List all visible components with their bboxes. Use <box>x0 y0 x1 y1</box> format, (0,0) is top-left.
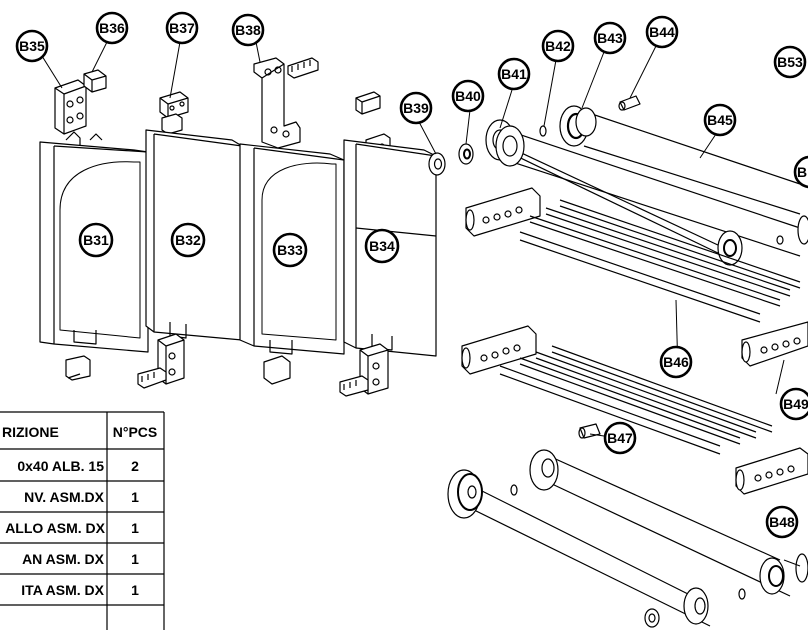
pin-b44 <box>618 95 641 111</box>
callout-label: B48 <box>769 514 795 530</box>
row-description: ALLO ASM. DX <box>5 520 105 536</box>
block-upper <box>465 187 541 237</box>
callout-b42: B42 <box>541 29 575 63</box>
callout-b39: B39 <box>399 91 433 125</box>
row-qty: 1 <box>131 551 139 567</box>
row-description: 0x40 ALB. 15 <box>17 458 104 474</box>
parts-table: RIZIONE N°PCS 0x40 ALB. 15 2 NV. ASM.DX … <box>0 411 165 630</box>
callout-label: B41 <box>501 66 527 82</box>
callout-label: B33 <box>277 242 303 258</box>
row-description: ITA ASM. DX <box>21 582 104 598</box>
callout-label: B32 <box>175 232 201 248</box>
row-description: NV. ASM.DX <box>24 489 105 505</box>
washer-b39 <box>428 152 446 176</box>
callout-label: B44 <box>649 24 675 40</box>
block-right-2 <box>735 447 808 495</box>
callout-b5x-partial: B <box>793 155 808 189</box>
callout-b44: B44 <box>645 15 679 49</box>
callout-b49: B49 <box>779 387 808 421</box>
callout-b48: B48 <box>765 505 799 539</box>
callout-b40: B40 <box>451 79 485 113</box>
bracket-lower-3 <box>263 355 291 385</box>
callout-b37: B37 <box>165 11 199 45</box>
callout-b31: B31 <box>78 222 114 258</box>
callout-label: B49 <box>783 396 808 412</box>
callout-label: B31 <box>83 232 109 248</box>
bracket-lower-4 <box>339 343 389 397</box>
lower-belt-assembly <box>447 449 808 628</box>
callout-label: B38 <box>235 22 261 38</box>
upper-belt-assembly <box>485 105 808 266</box>
callout-label: B47 <box>607 430 633 446</box>
bracket-b35 <box>54 79 87 135</box>
row-qty: 1 <box>131 489 139 505</box>
callout-label: B42 <box>545 38 571 54</box>
callout-label: B39 <box>403 100 429 116</box>
callout-b43: B43 <box>593 21 627 55</box>
row-description: AN ASM. DX <box>22 551 105 567</box>
rods-upper <box>519 199 801 323</box>
row-qty: 2 <box>131 458 139 474</box>
block-right-1 <box>741 321 808 367</box>
callout-b53: B53 <box>773 45 807 79</box>
callout-label: B45 <box>707 112 733 128</box>
callout-b32: B32 <box>170 222 206 258</box>
circlip-b42 <box>539 125 547 137</box>
bearing-b40 <box>458 143 474 165</box>
row-qty: 1 <box>131 582 139 598</box>
table-row: ITA ASM. DX 1 <box>21 582 139 598</box>
rods-lower <box>499 345 773 455</box>
callout-b38: B38 <box>231 13 265 47</box>
table-header-qty: N°PCS <box>113 424 158 440</box>
row-qty: 1 <box>131 520 139 536</box>
callout-b41: B41 <box>497 57 531 91</box>
bracket-b36 <box>83 69 107 93</box>
callout-b33: B33 <box>272 232 308 268</box>
callout-label: B36 <box>99 20 125 36</box>
block-middle <box>461 325 537 375</box>
callout-b35: B35 <box>15 29 49 63</box>
callout-label: B53 <box>777 54 803 70</box>
callout-b34: B34 <box>364 228 400 264</box>
callout-label: B37 <box>169 20 195 36</box>
callout-b46: B46 <box>659 345 693 379</box>
callout-label: B46 <box>663 354 689 370</box>
pin-b47 <box>578 423 601 439</box>
table-header-description: RIZIONE <box>2 424 59 440</box>
callout-label: B43 <box>597 30 623 46</box>
callout-b45: B45 <box>703 103 737 137</box>
callouts: B35 B36 B37 B38 B39 B40 B41 B42 <box>15 11 808 539</box>
table-row: ALLO ASM. DX 1 <box>5 520 139 536</box>
table-row: 0x40 ALB. 15 2 <box>17 458 139 474</box>
callout-label: B <box>797 164 807 180</box>
table-row: NV. ASM.DX 1 <box>24 489 139 505</box>
callout-label: B34 <box>369 238 395 254</box>
bracket-b38 <box>253 57 319 149</box>
bracket-lower-2 <box>137 333 185 389</box>
bracket-b37 <box>159 91 189 135</box>
bracket-lower-1 <box>65 355 91 381</box>
callout-b47: B47 <box>603 421 637 455</box>
callout-b36: B36 <box>95 11 129 45</box>
callout-label: B35 <box>19 38 45 54</box>
table-row: AN ASM. DX 1 <box>22 551 139 567</box>
callout-label: B40 <box>455 88 481 104</box>
